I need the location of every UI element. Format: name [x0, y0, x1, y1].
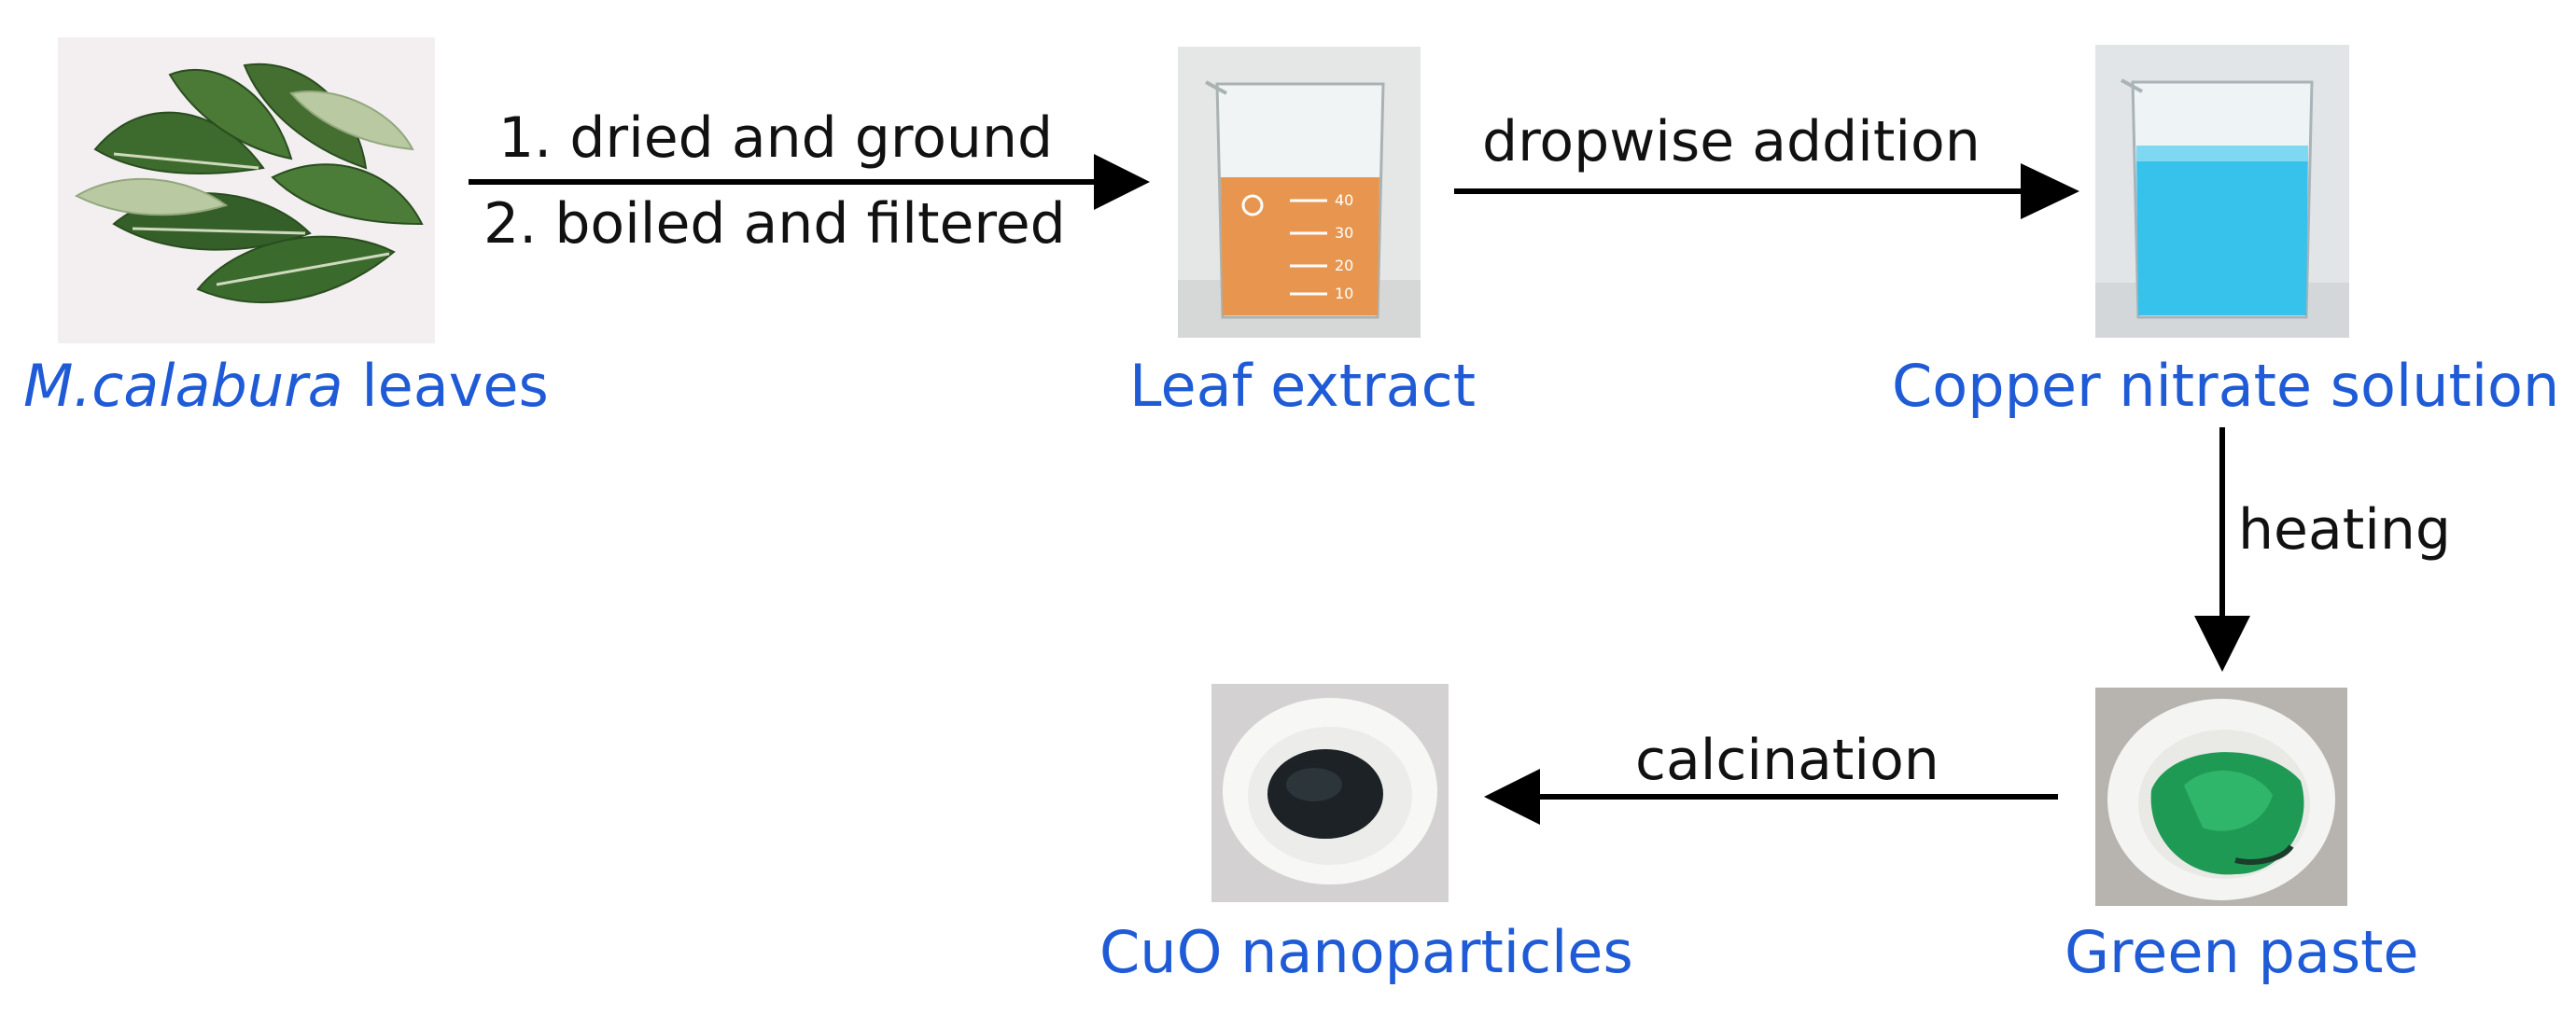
step-dried-ground: 1. dried and ground	[498, 105, 1054, 171]
arrow-extract-to-copper	[1454, 163, 2079, 219]
black-powder-dish-photo	[1211, 684, 1449, 902]
arrow-paste-to-cuo	[1484, 769, 2058, 825]
orange-beaker-photo: 40 30 20 10	[1178, 47, 1421, 338]
leaves-label: M.calabura leaves	[23, 357, 549, 415]
paste-label: Green paste	[2065, 918, 2419, 986]
step-dropwise-addition: dropwise addition	[1482, 109, 1981, 174]
extract-label: Leaf extract	[1129, 352, 1477, 420]
extract-mark-30: 30	[1335, 224, 1353, 242]
blue-beaker-photo	[2095, 45, 2349, 338]
arrow-leaves-to-extract	[469, 154, 1150, 210]
green-paste-dish-photo	[2095, 688, 2347, 906]
cuo-label: CuO nanoparticles	[1099, 918, 1633, 986]
extract-mark-40: 40	[1335, 191, 1353, 209]
copper-label: Copper nitrate solution	[1892, 352, 2560, 420]
step-boiled-filtered: 2. boiled and filtered	[483, 191, 1066, 257]
leaves-word: leaves	[343, 352, 549, 420]
extract-mark-10: 10	[1335, 285, 1353, 302]
species-name: M.calabura	[23, 352, 343, 420]
leaves-photo	[58, 37, 435, 343]
arrow-copper-to-paste	[2194, 427, 2250, 672]
step-calcination: calcination	[1635, 728, 1939, 793]
step-heating: heating	[2238, 497, 2452, 563]
extract-mark-20: 20	[1335, 257, 1353, 274]
